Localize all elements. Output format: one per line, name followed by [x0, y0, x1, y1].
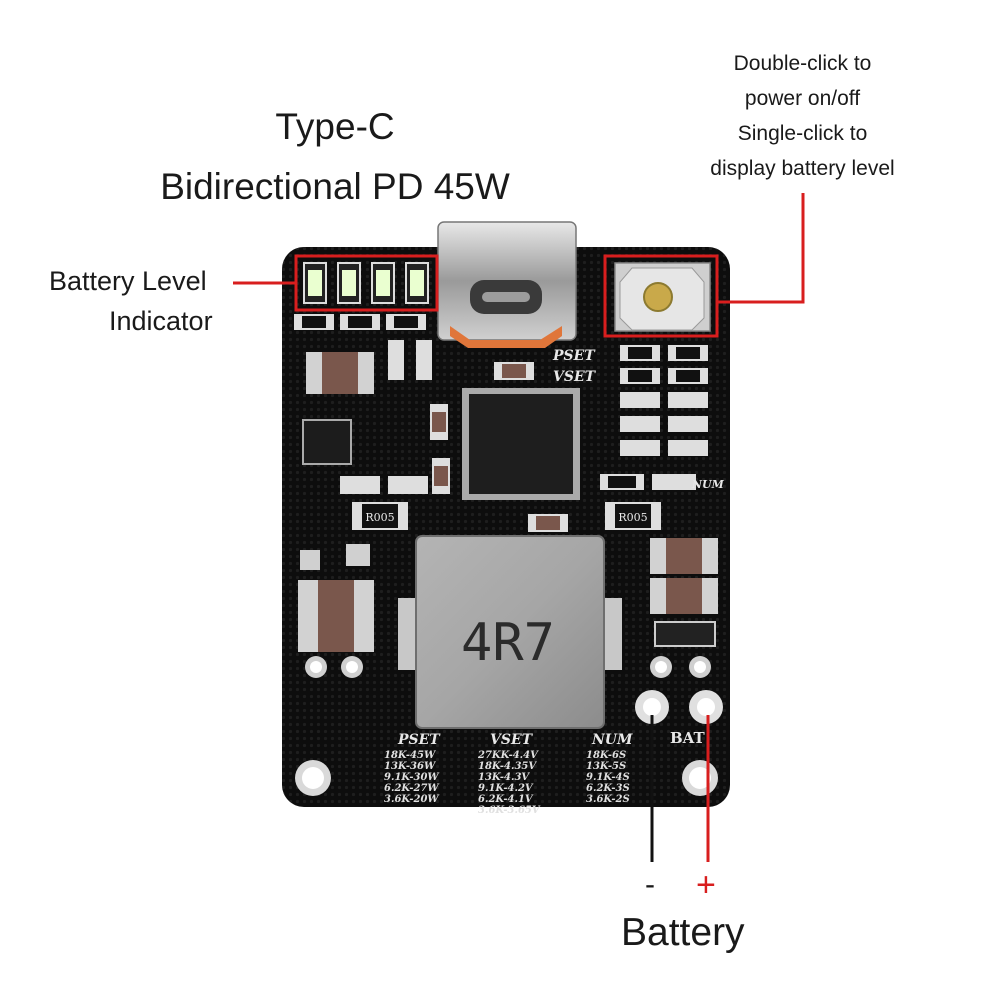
- num-row: 6.2K-3S: [586, 783, 630, 794]
- button-note-line-1: Double-click to: [733, 52, 872, 75]
- vset-row: 27KK-4.4V: [477, 750, 539, 761]
- battery-label: Battery: [621, 911, 745, 954]
- button-callout-line: [717, 193, 805, 304]
- num-row: 3.6K-2S: [586, 794, 630, 805]
- num-header: NUM: [591, 732, 633, 748]
- num-row: 18K-6S: [586, 750, 626, 761]
- button-note: Double-click to power on/off Single-clic…: [680, 46, 925, 186]
- vset-row: 3.6K-3.65V: [478, 805, 541, 816]
- vset-row: 13K-4.3V: [478, 772, 530, 783]
- capacitors: [298, 352, 718, 652]
- pset-header: PSET: [397, 732, 441, 748]
- sense-resistor-right: [605, 502, 661, 530]
- solder-pads: [300, 544, 711, 678]
- vset-row: 6.2K-4.1V: [478, 794, 534, 805]
- usb-c-connector: [437, 221, 577, 348]
- num-row: 9.1K-4S: [586, 772, 630, 783]
- pset-row: 13K-36W: [384, 761, 437, 772]
- mounting-hole-right: [682, 760, 718, 796]
- pset-row: 6.2K-27W: [384, 783, 440, 794]
- sense-resistor-left: [352, 502, 408, 530]
- small-ic: [302, 419, 352, 465]
- indicator-label-line-1: Battery Level: [49, 266, 207, 296]
- sense-resistor-right-marking: R005: [618, 511, 647, 524]
- inductor: [398, 535, 622, 729]
- smd-resistors: [294, 314, 708, 532]
- inductor-marking: 4R7: [461, 613, 555, 673]
- diode: [654, 621, 716, 647]
- mounting-hole-left: [295, 760, 331, 796]
- pset-row: 9.1K-30W: [384, 772, 440, 783]
- num-row: 13K-5S: [586, 761, 626, 772]
- title-line-1: Type-C: [275, 106, 395, 147]
- battery-level-leds: [303, 262, 429, 304]
- pset-row: 18K-45W: [384, 750, 437, 761]
- button-callout-box: [603, 254, 719, 338]
- vset-header: VSET: [490, 732, 534, 748]
- vset-arrow-label: VSET: [553, 369, 597, 385]
- battery-plus-label: +: [696, 866, 716, 904]
- vset-row: 9.1K-4.2V: [478, 783, 534, 794]
- power-button: [614, 262, 711, 332]
- indicator-label-line-2: Indicator: [109, 306, 213, 336]
- battery-minus-label: -: [645, 868, 655, 901]
- main-ic: [462, 388, 580, 500]
- vset-row: 18K-4.35V: [478, 761, 537, 772]
- button-note-line-4: display battery level: [710, 157, 895, 180]
- bat-label: BAT: [670, 729, 705, 747]
- title-line-2: Bidirectional PD 45W: [160, 166, 510, 207]
- pset-arrow-label: PSET: [552, 348, 596, 364]
- button-note-line-2: power on/off: [744, 87, 861, 110]
- button-note-line-3: Single-click to: [737, 122, 868, 145]
- sense-resistor-left-marking: R005: [365, 511, 394, 524]
- pset-row: 3.6K-20W: [384, 794, 440, 805]
- battery-pads: [635, 690, 723, 724]
- num-side-label: NUM: [691, 478, 725, 491]
